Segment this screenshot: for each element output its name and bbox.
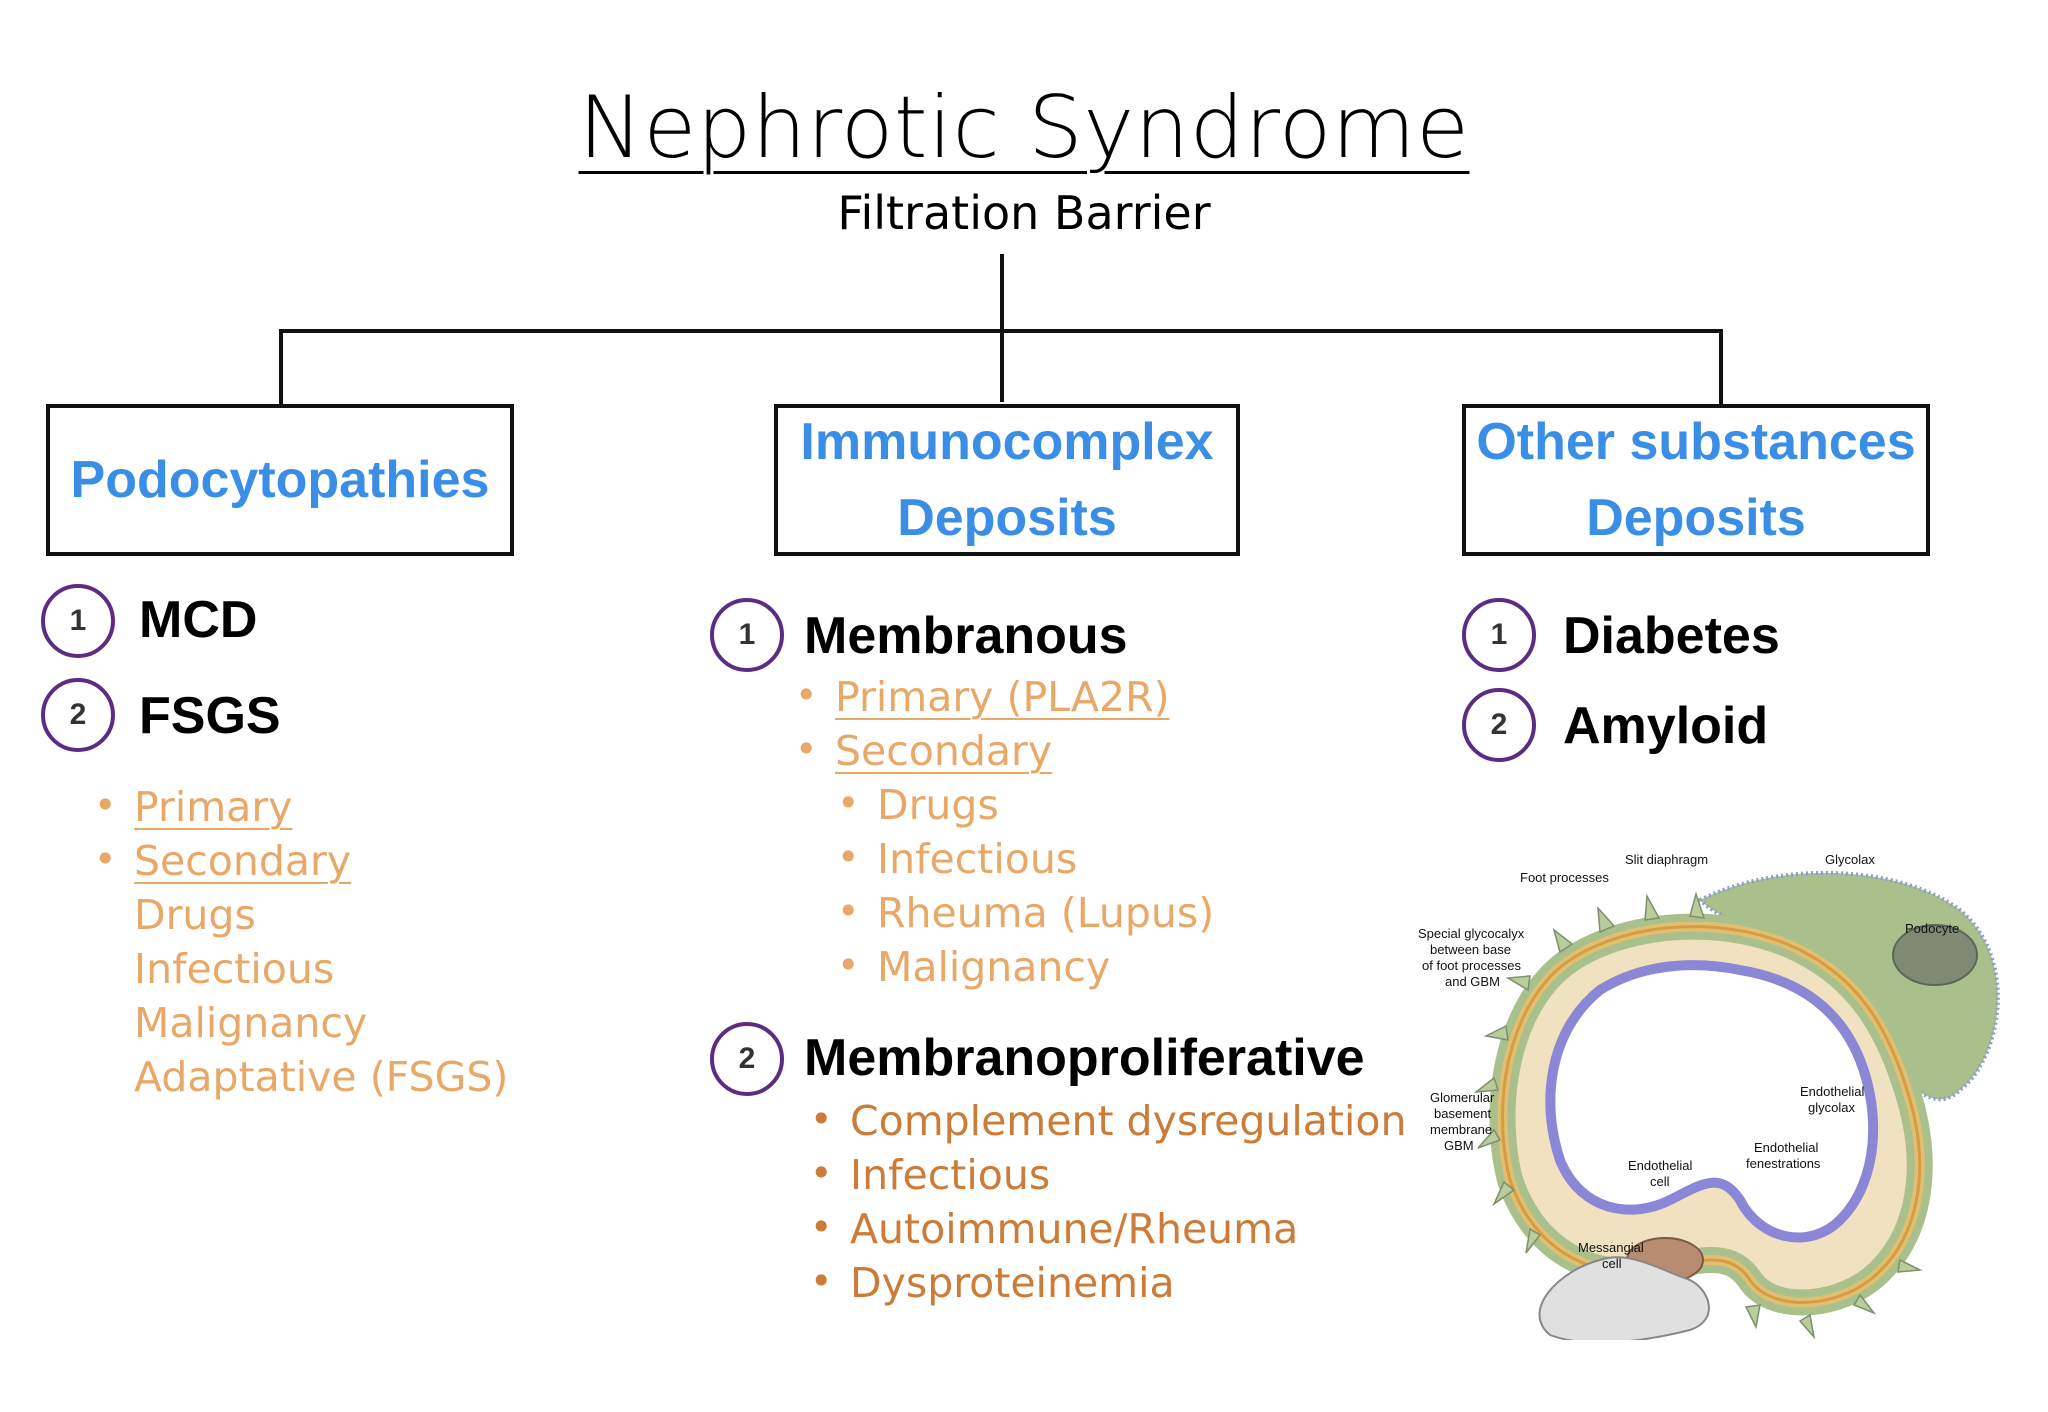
tree-connectors xyxy=(279,254,1723,404)
list-item: Infectious xyxy=(810,1146,1050,1202)
podocyte-nucleus xyxy=(1892,924,1978,986)
sub-item-secondary: Secondary xyxy=(795,722,1052,778)
item-fsgs: FSGS xyxy=(139,687,281,745)
list-item: Adaptative (FSGS) xyxy=(134,1053,509,1101)
list-item: Dysproteinemia xyxy=(810,1254,1175,1310)
filtration-barrier-illustration: Slit diaphragm Glycolax Foot processes P… xyxy=(1418,852,2000,1340)
item-amyloid: Amyloid xyxy=(1563,697,1769,755)
capillary-lumen xyxy=(1545,960,1879,1243)
foot-process-spikes xyxy=(1473,891,1923,1340)
item-diabetes: Diabetes xyxy=(1563,607,1780,665)
label-podocyte: Podocyte xyxy=(1905,921,1959,936)
number-badge: 2 xyxy=(710,1022,784,1096)
category-immunocomplex: Immunocomplex Deposits xyxy=(774,404,1240,556)
label-endothelial-cell: Endothelial xyxy=(1628,1158,1692,1173)
list-item: Malignancy xyxy=(134,999,368,1047)
label-special-glycocalyx: Special glycocalyx xyxy=(1418,926,1525,941)
category-label-line1: Immunocomplex xyxy=(800,413,1214,471)
label-endothelial-fenestrations: Endothelial xyxy=(1754,1140,1818,1155)
category-label-line1: Other substances xyxy=(1476,413,1916,471)
item-mcd: MCD xyxy=(139,591,258,649)
label-endothelial-fenestrations: fenestrations xyxy=(1746,1156,1821,1171)
number-badge: 2 xyxy=(1462,688,1536,762)
category-label: Podocytopathies xyxy=(70,451,490,509)
label-special-glycocalyx: of foot processes xyxy=(1422,958,1521,973)
label-endothelial-glycolax: Endothelial xyxy=(1800,1084,1864,1099)
label-foot-processes: Foot processes xyxy=(1520,870,1609,885)
list-item: Infectious xyxy=(134,945,335,993)
sub-item-secondary: Secondary xyxy=(94,832,351,888)
list-item: Drugs xyxy=(134,891,256,939)
list-item: Malignancy xyxy=(837,938,1110,994)
label-endothelial-glycolax: glycolax xyxy=(1808,1100,1855,1115)
category-other-substances: Other substances Deposits xyxy=(1462,404,1930,556)
sub-item-primary-pla2r: Primary (PLA2R) xyxy=(795,668,1170,724)
category-podocytopathies: Podocytopathies xyxy=(46,404,514,556)
label-messangial-cell: Messangial xyxy=(1578,1240,1644,1255)
number-badge: 2 xyxy=(41,678,115,752)
number-badge: 1 xyxy=(1462,598,1536,672)
label-special-glycocalyx: between base xyxy=(1430,942,1511,957)
page-subtitle: Filtration Barrier xyxy=(837,186,1211,240)
label-gbm: Glomerular xyxy=(1430,1090,1495,1105)
sub-item-primary: Primary xyxy=(94,778,293,834)
category-label-line2: Deposits xyxy=(1586,489,1806,547)
category-label-line2: Deposits xyxy=(897,489,1117,547)
page-title: Nephrotic Syndrome xyxy=(578,78,1470,178)
list-item: Rheuma (Lupus) xyxy=(837,884,1214,940)
item-membranoproliferative: Membranoproliferative xyxy=(804,1029,1365,1087)
label-messangial-cell: cell xyxy=(1602,1256,1622,1271)
number-badge: 1 xyxy=(41,584,115,658)
list-item: Complement dysregulation xyxy=(810,1092,1406,1148)
label-glycolax: Glycolax xyxy=(1825,852,1875,867)
label-special-glycocalyx: and GBM xyxy=(1445,974,1500,989)
list-item: Drugs xyxy=(837,776,999,832)
label-gbm: basement xyxy=(1434,1106,1491,1121)
mesangial-cell xyxy=(1538,1256,1710,1340)
list-item: Infectious xyxy=(837,830,1077,886)
label-slit-diaphragm: Slit diaphragm xyxy=(1625,852,1708,867)
item-membranous: Membranous xyxy=(804,607,1128,665)
label-endothelial-cell: cell xyxy=(1650,1174,1670,1189)
gbm-outline xyxy=(1501,925,1922,1304)
number-badge: 1 xyxy=(710,598,784,672)
list-item: Autoimmune/Rheuma xyxy=(810,1200,1298,1256)
label-gbm: GBM xyxy=(1444,1138,1474,1153)
label-gbm: membrane xyxy=(1430,1122,1492,1137)
